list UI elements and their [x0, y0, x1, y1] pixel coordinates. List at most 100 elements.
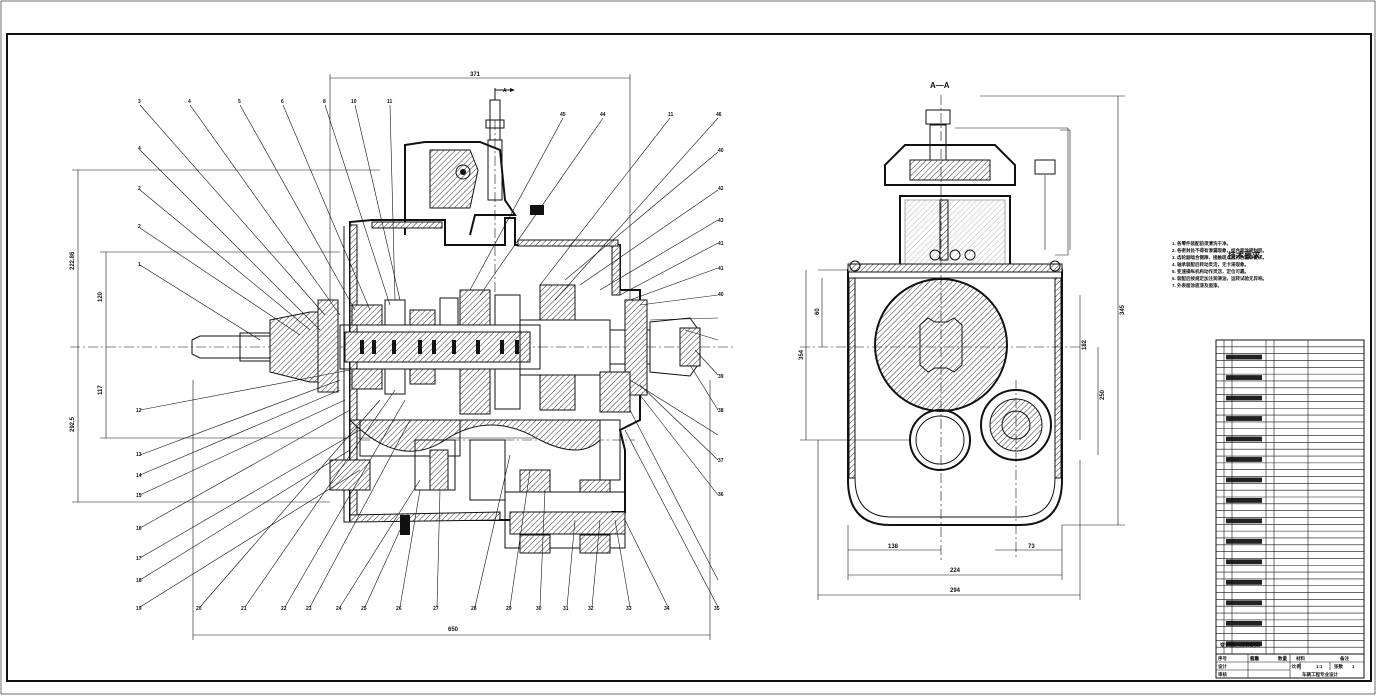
tech-req-line: 1. 各零件装配前须清洗干净。: [1172, 240, 1231, 247]
balloon: 17: [136, 556, 142, 562]
dim-side-b: 182: [1082, 339, 1088, 350]
dim-upper-height: 222.86: [70, 251, 76, 270]
section-marker-main: A: [503, 88, 507, 94]
bom-cell-fill: [1226, 518, 1262, 524]
balloon: 10: [351, 99, 357, 105]
balloons-top: 3 4 5 6 8 10 11 45 44 11 46: [138, 99, 722, 118]
dim-side-c: 354: [799, 349, 805, 360]
balloon: 5: [238, 99, 241, 105]
bom-header-qty: 数量: [1278, 655, 1287, 662]
balloon: 2: [138, 186, 141, 192]
bom-cell-fill: [1226, 375, 1262, 380]
balloon: 32: [588, 606, 594, 612]
balloon: 46: [716, 112, 722, 118]
tb-sheet-label: 张数: [1334, 663, 1343, 670]
balloon: 19: [136, 606, 142, 612]
balloon: 15: [136, 493, 142, 499]
dim-side-right-offset: 73: [1028, 544, 1035, 550]
section-title: A—A: [930, 81, 950, 90]
needle-rollers: [360, 340, 519, 354]
balloon: 22: [281, 606, 287, 612]
tb-approver: 批准: [1250, 655, 1259, 662]
balloon: 13: [136, 452, 142, 458]
balloons-left: 4 2 2 1 12 13 14 15 16 17 18 19: [136, 146, 142, 612]
balloon: 35: [714, 606, 720, 612]
balloon: 20: [196, 606, 202, 612]
dim-housing-length: 371: [470, 72, 481, 78]
balloon: 36: [718, 492, 724, 498]
side-section-view: A—A: [799, 81, 1126, 600]
balloon: 28: [471, 606, 477, 612]
bom-header-no: 序号: [1217, 655, 1227, 662]
bom-cell-fill: [1226, 641, 1262, 647]
bom-header-name: 名称: [1250, 655, 1259, 662]
leader-lines: [139, 104, 719, 608]
balloon: 42: [718, 186, 724, 192]
bom-cell-fill: [1226, 579, 1262, 585]
balloon: 11: [668, 112, 674, 118]
balloon: 41: [718, 266, 724, 272]
balloon: 29: [506, 606, 512, 612]
dim-side-width-2: 224: [950, 568, 961, 574]
tech-req-line: 6. 装配后按规定加注润滑油，运转试验无异响。: [1172, 275, 1267, 282]
bom-cell-fill: [1226, 457, 1262, 462]
bom-header-remark: 备注: [1339, 655, 1349, 662]
tb-designer: 设计: [1218, 663, 1227, 670]
balloon: 24: [336, 606, 342, 612]
balloon: 43: [718, 218, 724, 224]
balloon: 2: [138, 224, 141, 230]
tb-drawing-name: 变速器总成装配图: [1220, 642, 1260, 649]
tech-req-line: 4. 轴承装配后转动灵活，无卡滞现象。: [1172, 261, 1249, 268]
bom-cell-fill: [1226, 600, 1262, 606]
bom-cell-fill: [1226, 477, 1262, 483]
bom-cell-fill: [1226, 498, 1262, 503]
dim-lower-offset: 117: [98, 385, 104, 395]
dim-side-total: 345: [1120, 304, 1126, 315]
balloon: 26: [396, 606, 402, 612]
balloon: 38: [718, 408, 724, 414]
dim-side-width-1: 294: [950, 588, 961, 594]
dim-side-a: 250: [1100, 389, 1106, 400]
tech-req-title: 技术要求: [1228, 250, 1261, 260]
balloon: 14: [136, 473, 142, 479]
tb-school: 车辆工程专业设计: [1302, 671, 1338, 678]
bom-cell-fill: [1226, 559, 1262, 565]
balloon: 11: [387, 99, 393, 105]
tech-req-line: 7. 外表面涂底漆及面漆。: [1172, 282, 1222, 289]
balloons-bottom: 20 21 22 23 24 25 26 27 28 29 30 31 32 3…: [196, 606, 720, 612]
balloon: 37: [718, 458, 724, 464]
bom-cell-fill: [1226, 538, 1262, 544]
bom-header-material: 材料: [1296, 655, 1305, 662]
tb-scale: 1:1: [1316, 664, 1323, 669]
balloon: 4: [188, 99, 191, 105]
balloon: 40: [718, 148, 724, 154]
balloon: 34: [664, 606, 670, 612]
balloon: 3: [138, 99, 141, 105]
dim-lower-height: 292.5: [70, 416, 76, 432]
balloon: 1: [138, 262, 141, 268]
bom-cell-fill: [1226, 436, 1262, 442]
balloons-right: 40 42 43 41 41 40 39 38 37 36: [718, 148, 724, 498]
dim-side-left-offset: 138: [888, 544, 899, 550]
balloon: 23: [306, 606, 312, 612]
balloon: 31: [563, 606, 569, 612]
dim-side-small: 60: [815, 308, 821, 315]
bom-cell-fill: [1226, 395, 1262, 401]
tb-sheet: 1: [1352, 664, 1355, 669]
balloon: 30: [536, 606, 542, 612]
title-block: 设计 审核 批准 比例 1:1 张数 1 变速器总成装配图 车辆工程专业设计: [1215, 642, 1365, 679]
balloon: 4: [138, 146, 141, 152]
balloon: 25: [361, 606, 367, 612]
technical-requirements: 技术要求 1. 各零件装配前须清洗干净。 2. 各密封处不得有渗漏现象，结合面涂…: [1172, 240, 1267, 289]
bom-cell-fill: [1226, 620, 1262, 626]
main-section-view: 371 650 222.86 292.5 120 117 A: [70, 72, 735, 640]
inner-border: [6, 33, 1372, 682]
balloon: 39: [718, 374, 724, 380]
balloon: 8: [323, 99, 326, 105]
tb-scale-label: 比例: [1292, 663, 1301, 670]
balloon: 33: [626, 606, 632, 612]
bill-of-materials: 序号 名称 数量 材料 备注: [1215, 339, 1365, 662]
dim-upper-offset: 120: [98, 291, 104, 302]
